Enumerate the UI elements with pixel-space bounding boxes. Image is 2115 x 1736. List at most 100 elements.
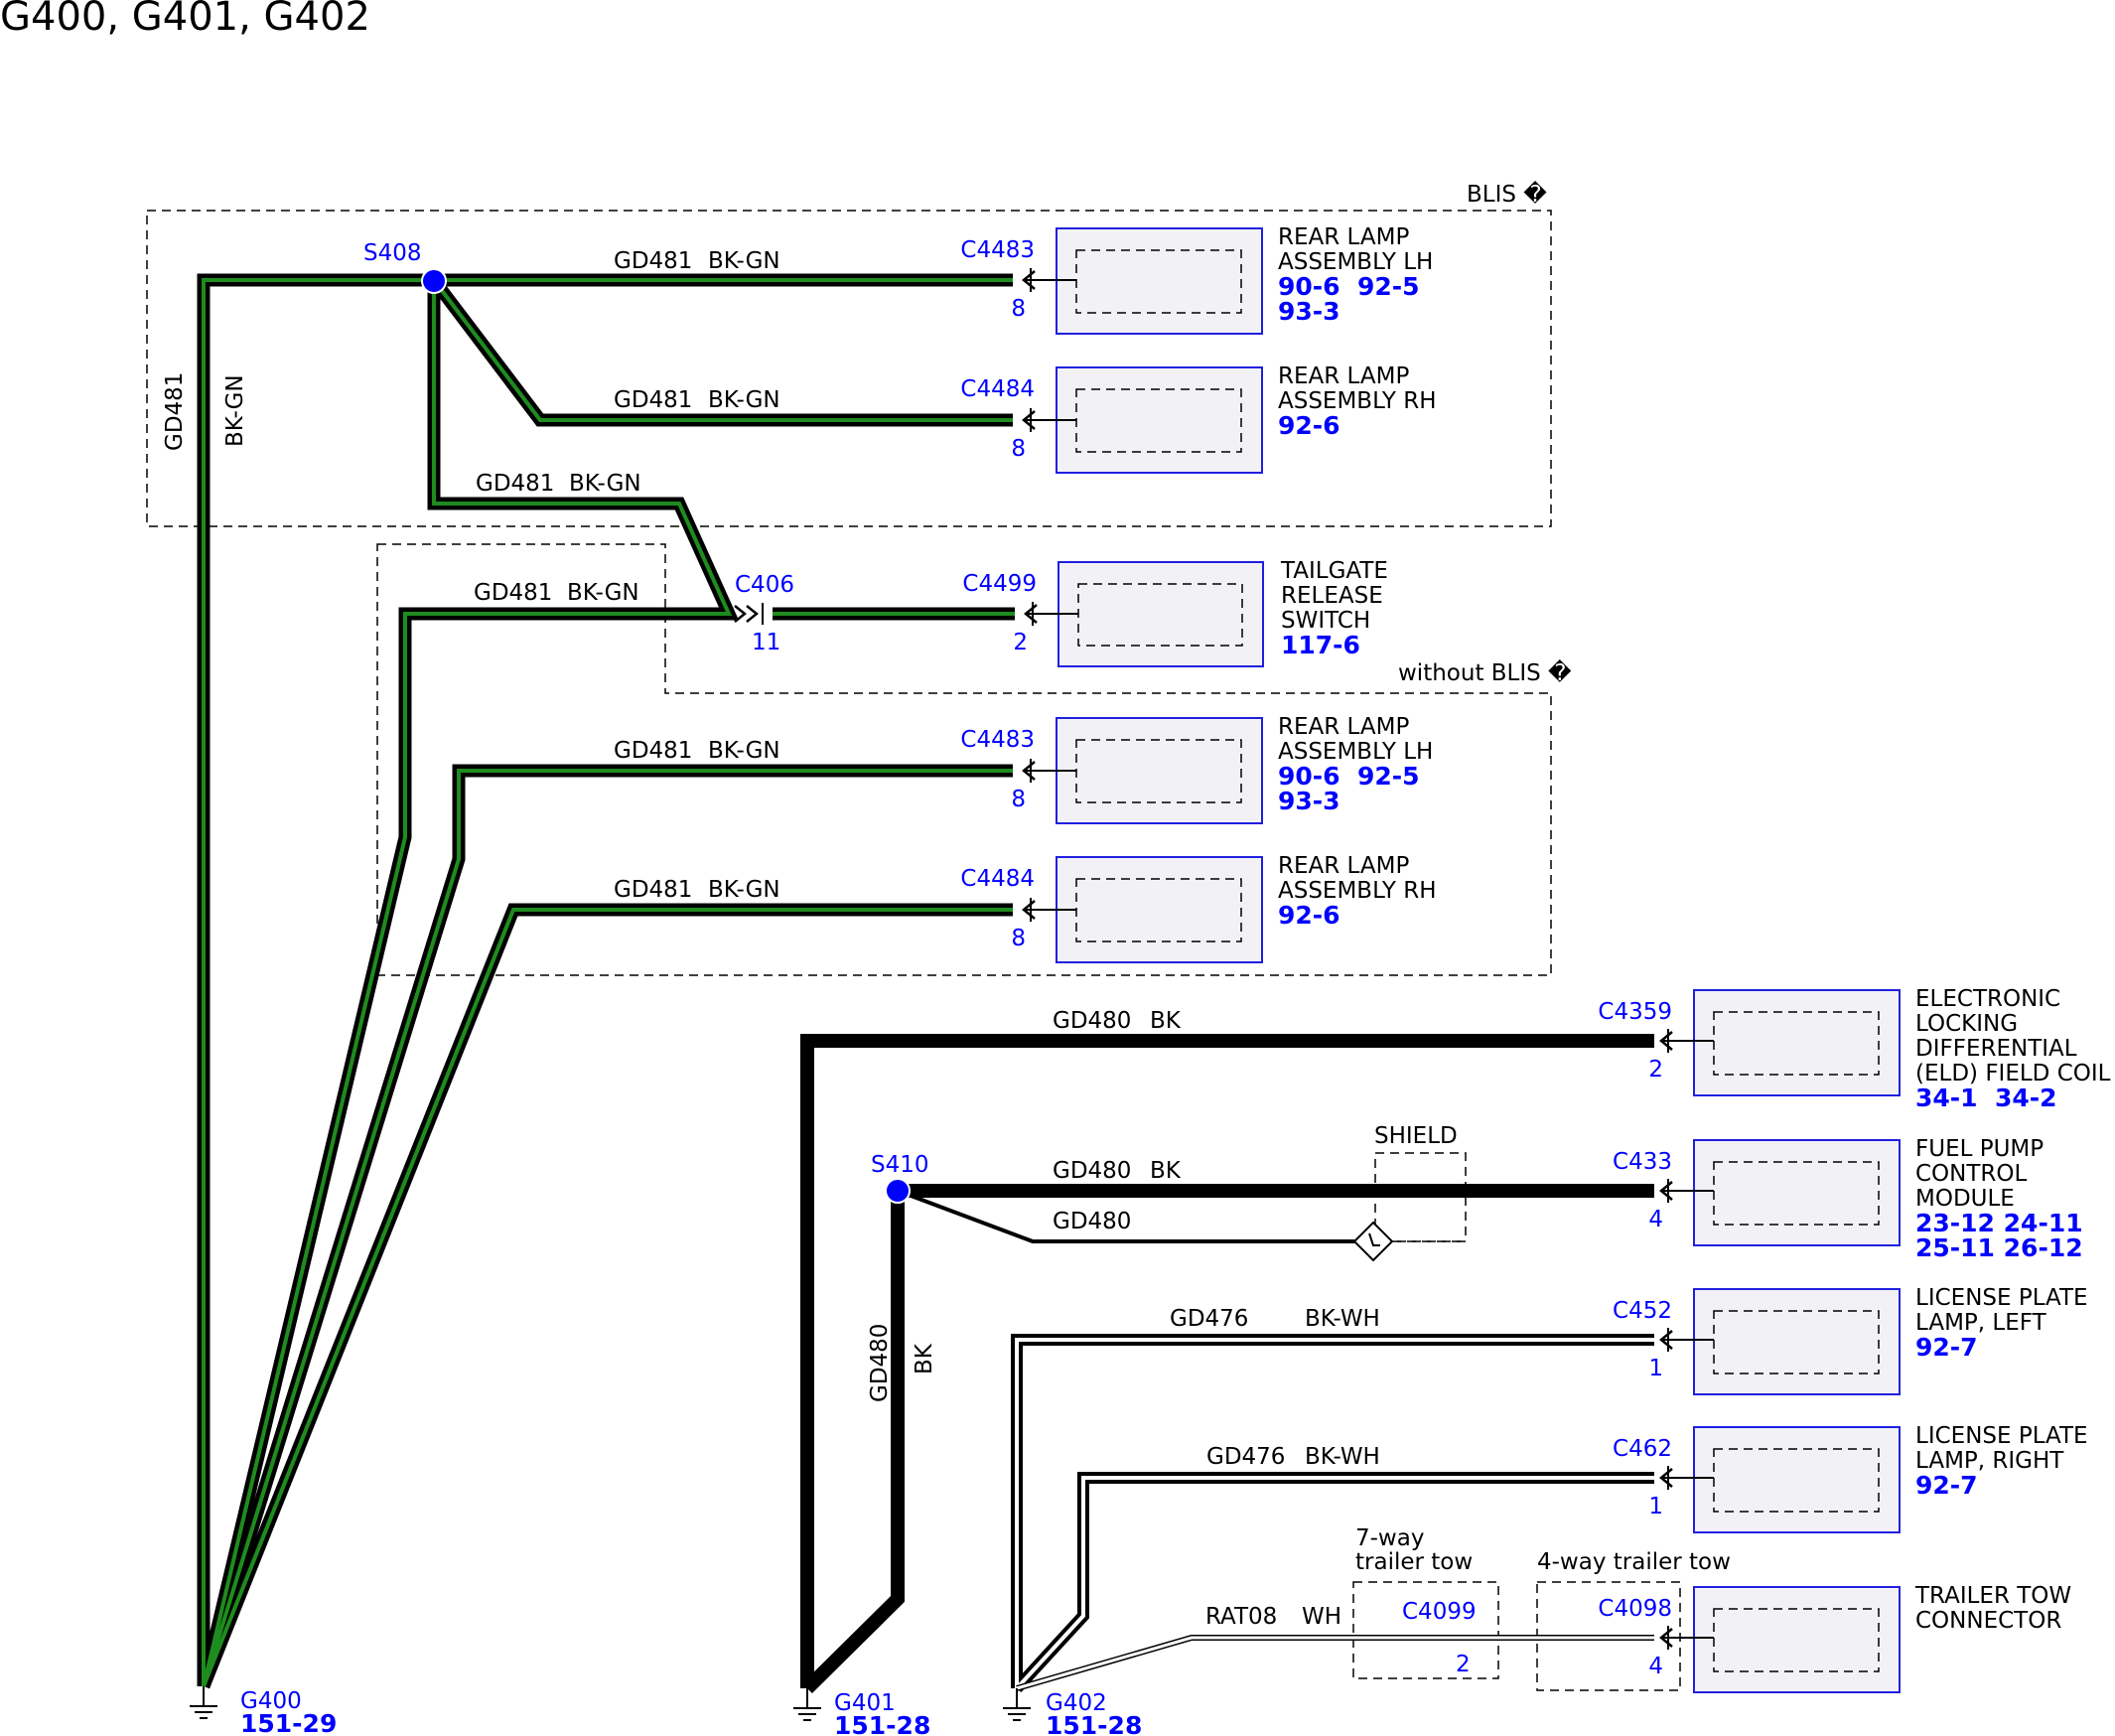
connector-pin: 8 [1011, 436, 1026, 462]
w2-color: BK-GN [708, 387, 780, 413]
connector-id: C433 [1613, 1149, 1672, 1175]
component-name-line: REAR LAMP [1278, 363, 1409, 389]
w4-circuit: GD481 [474, 580, 552, 606]
connector-id: C4098 [1598, 1596, 1672, 1622]
component-ref[interactable]: 90-6 92-5 [1278, 762, 1420, 791]
component-name-line: FUEL PUMP [1915, 1136, 2044, 1162]
shield-label: SHIELD [1374, 1123, 1458, 1149]
blis-region [146, 210, 1552, 527]
connector-id: C452 [1613, 1298, 1672, 1324]
component-ref[interactable]: 92-6 [1278, 411, 1340, 440]
w12-color: WH [1302, 1604, 1341, 1630]
bk-wh-wires [1011, 1334, 1654, 1693]
four-way-label: 4-way trailer tow [1537, 1549, 1731, 1575]
w6-circuit: GD481 [614, 877, 692, 903]
w8-color: BK [1150, 1158, 1182, 1184]
component-6: C43592ELECTRONICLOCKINGDIFFERENTIAL(ELD)… [1598, 986, 2110, 1112]
component-box [1693, 1426, 1901, 1533]
component-ref[interactable]: 93-3 [1278, 297, 1340, 326]
connector-pin: 1 [1648, 1356, 1663, 1381]
component-name-line: REAR LAMP [1278, 853, 1409, 879]
component-name-line: LICENSE PLATE [1915, 1285, 2088, 1311]
component-ref[interactable]: 23-12 24-11 [1915, 1209, 2083, 1237]
component-ref[interactable]: 93-3 [1278, 787, 1340, 815]
component-name-line: LICENSE PLATE [1915, 1423, 2088, 1449]
w5-color: BK-GN [708, 738, 780, 764]
component-ref[interactable]: 90-6 92-5 [1278, 272, 1420, 301]
component-name-line: DIFFERENTIAL [1915, 1036, 2077, 1062]
w7-color: BK [1150, 1008, 1182, 1034]
component-ref[interactable]: 117-6 [1281, 631, 1360, 659]
w6-color: BK-GN [708, 877, 780, 903]
component-box [1056, 856, 1263, 963]
ground-id: G400 [240, 1688, 302, 1714]
component-box [1056, 366, 1263, 474]
connector-id: C462 [1613, 1436, 1672, 1462]
connector-pin: 8 [1011, 296, 1026, 322]
component-name-line: RELEASE [1281, 583, 1383, 609]
ground-id: G401 [834, 1690, 896, 1716]
w9-circuit: GD480 [1053, 1209, 1131, 1234]
s408-label: S408 [363, 240, 422, 266]
seven-way-label-1: 7-way [1355, 1525, 1424, 1551]
seven-way-region [1352, 1581, 1499, 1679]
component-name-line: CONNECTOR [1915, 1608, 2061, 1634]
component-box [1693, 1139, 1901, 1246]
connector-pin: 1 [1648, 1494, 1663, 1519]
c406-label: C406 [735, 572, 794, 598]
ground-ref[interactable]: 151-28 [1046, 1711, 1142, 1736]
w11-color: BK-WH [1305, 1444, 1380, 1470]
w2-circuit: GD481 [614, 387, 692, 413]
component-name-line: LOCKING [1915, 1011, 2018, 1037]
component-ref[interactable]: 25-11 26-12 [1915, 1233, 2083, 1262]
shield-drain-icon [1352, 1221, 1466, 1262]
component-name-line: TAILGATE [1280, 558, 1388, 584]
w1-color: BK-GN [708, 248, 780, 274]
ground-ref[interactable]: 151-29 [240, 1709, 337, 1736]
c4099-pin: 2 [1456, 1652, 1471, 1677]
component-box [1693, 989, 1901, 1096]
w1-circuit: GD481 [614, 248, 692, 274]
component-box [1058, 561, 1264, 667]
bk-gn-wires [197, 273, 1015, 1689]
vertical-gd481-color: BK-GN [222, 374, 248, 447]
blis-label: BLIS � [1467, 180, 1547, 208]
component-name-line: LAMP, LEFT [1915, 1310, 2047, 1336]
component-name-line: REAR LAMP [1278, 714, 1409, 740]
seven-way-label-2: trailer tow [1355, 1549, 1473, 1575]
c406-inline-connector [734, 603, 764, 625]
splice-s408 [422, 269, 446, 293]
component-name-line: MODULE [1915, 1186, 2015, 1212]
component-box [1056, 227, 1263, 335]
component-name-line: ASSEMBLY LH [1278, 739, 1433, 765]
ground-ref[interactable]: 151-28 [834, 1711, 930, 1736]
component-ref[interactable]: 92-7 [1915, 1333, 1978, 1362]
connector-pin: 4 [1648, 1654, 1663, 1679]
connector-pin: 8 [1011, 787, 1026, 812]
bk-wires [800, 1034, 1654, 1693]
wh-wire [1016, 1635, 1654, 1691]
component-name-line: LAMP, RIGHT [1915, 1448, 2064, 1474]
c406-pin: 11 [752, 630, 780, 655]
connector-id: C4484 [960, 376, 1035, 402]
component-ref[interactable]: 92-7 [1915, 1471, 1978, 1500]
connector-id: C4359 [1598, 999, 1672, 1025]
w5-circuit: GD481 [614, 738, 692, 764]
component-ref[interactable]: 92-6 [1278, 901, 1340, 930]
connector-id: C4499 [962, 571, 1037, 597]
component-name-line: ASSEMBLY RH [1278, 388, 1436, 414]
component-box [1693, 1586, 1901, 1693]
component-ref[interactable]: 34-1 34-2 [1915, 1084, 2057, 1112]
component-box [1056, 717, 1263, 824]
w12-circuit: RAT08 [1205, 1604, 1277, 1630]
